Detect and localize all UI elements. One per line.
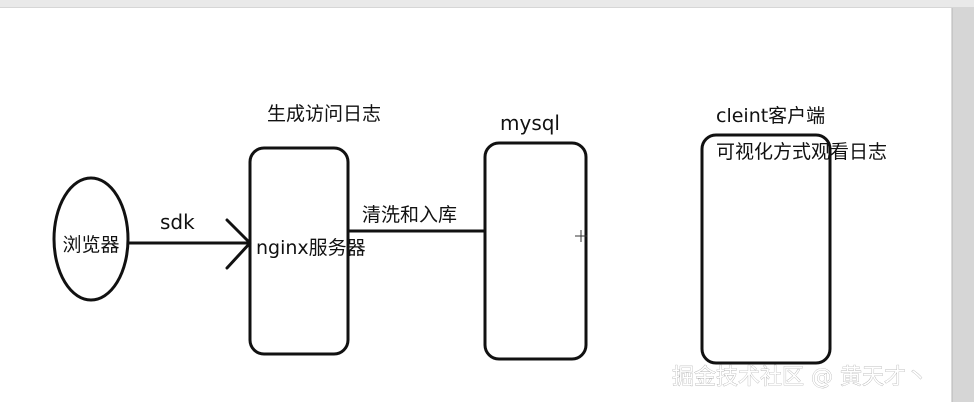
sdk-label: sdk bbox=[160, 210, 195, 234]
watermark-text: 掘金技术社区 @ 黄天才丶 bbox=[672, 365, 928, 390]
client-title: cleint客户端 bbox=[716, 105, 825, 127]
clean-label: 清洗和入库 bbox=[362, 204, 457, 226]
browser-label: 浏览器 bbox=[62, 234, 119, 256]
browser-node bbox=[52, 176, 130, 302]
drawing-area bbox=[0, 8, 952, 402]
client-node bbox=[700, 133, 832, 365]
crosshair-cursor-icon bbox=[575, 230, 587, 242]
nginx-caption: 生成访问日志 bbox=[267, 103, 381, 125]
top-strip bbox=[0, 0, 974, 7]
client-caption: 可视化方式观看日志 bbox=[716, 141, 887, 163]
mysql-label: mysql bbox=[500, 111, 560, 135]
nginx-node bbox=[248, 146, 350, 356]
mysql-node bbox=[483, 141, 588, 361]
nginx-label: nginx服务器 bbox=[256, 237, 366, 259]
